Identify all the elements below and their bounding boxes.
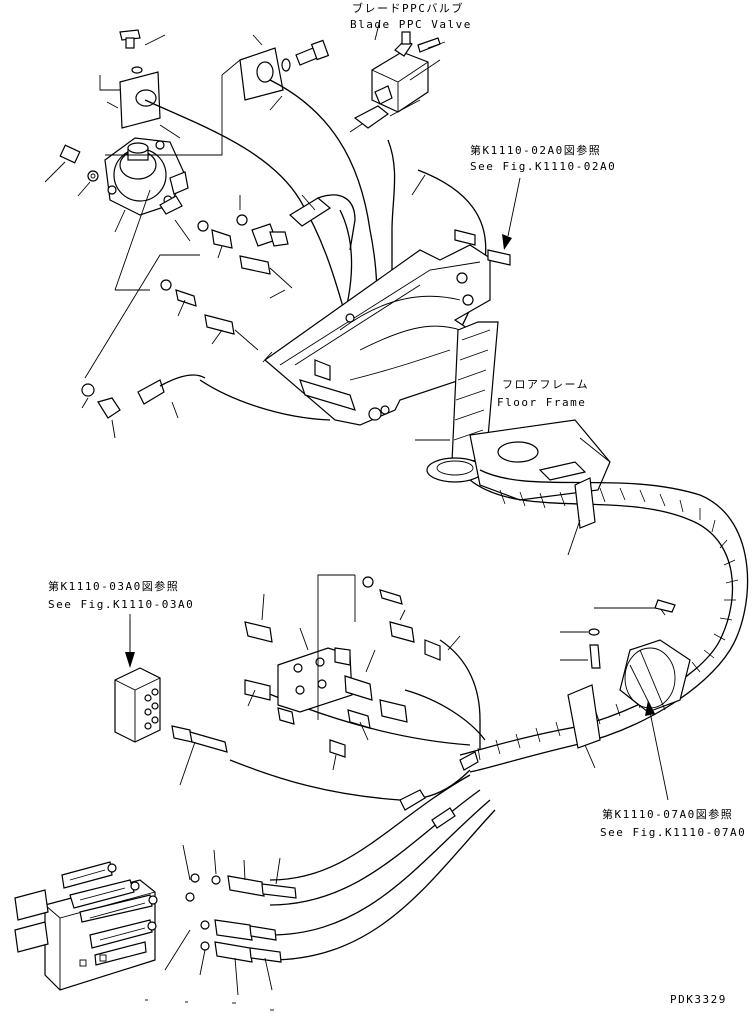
reference-label-3-jp: 第K1110-07A0図参照 — [602, 808, 734, 821]
reference-arrows — [125, 177, 669, 801]
reference-label-2-en: See Fig.K1110-03A0 — [48, 598, 195, 611]
ppc-valve-assembly — [104, 137, 189, 216]
floor-frame-bracket — [264, 229, 511, 426]
blade-ppc-valve-label-en: Blade PPC Valve — [350, 18, 472, 31]
reference-label-2-jp: 第K1110-03A0図参照 — [48, 580, 180, 593]
clamp-bolts — [588, 599, 676, 669]
reference-label-1-en: See Fig.K1110-02A0 — [470, 160, 617, 173]
bottom-marks — [145, 999, 274, 1011]
reference-label-3-en: See Fig.K1110-07A0 — [600, 826, 747, 839]
blade-ppc-valve — [353, 31, 441, 129]
fittings-left — [81, 214, 293, 419]
fittings-bottom — [185, 873, 297, 963]
drawing-code: PDK3329 — [670, 993, 727, 1006]
floor-frame-label-jp: フロアフレーム — [502, 378, 590, 391]
valve-block — [114, 620, 228, 753]
floor-frame-label-en: Floor Frame — [497, 396, 587, 409]
leader-lines-bottom — [164, 437, 611, 996]
floor-plate — [469, 419, 611, 501]
coupling-block — [244, 574, 441, 758]
control-valve-stack — [14, 861, 158, 991]
reference-label-1-jp: 第K1110-02A0図参照 — [470, 144, 602, 157]
hose-bundle-right — [459, 469, 749, 773]
hoses-lower-routing — [229, 639, 496, 961]
floor-frame-tube — [426, 321, 499, 483]
hose-middle-left — [199, 194, 356, 421]
valve-mounting-hardware — [59, 29, 330, 182]
reference-lines-top — [84, 59, 241, 379]
blade-ppc-valve-label-jp: ブレードPPCバルブ — [352, 2, 464, 15]
